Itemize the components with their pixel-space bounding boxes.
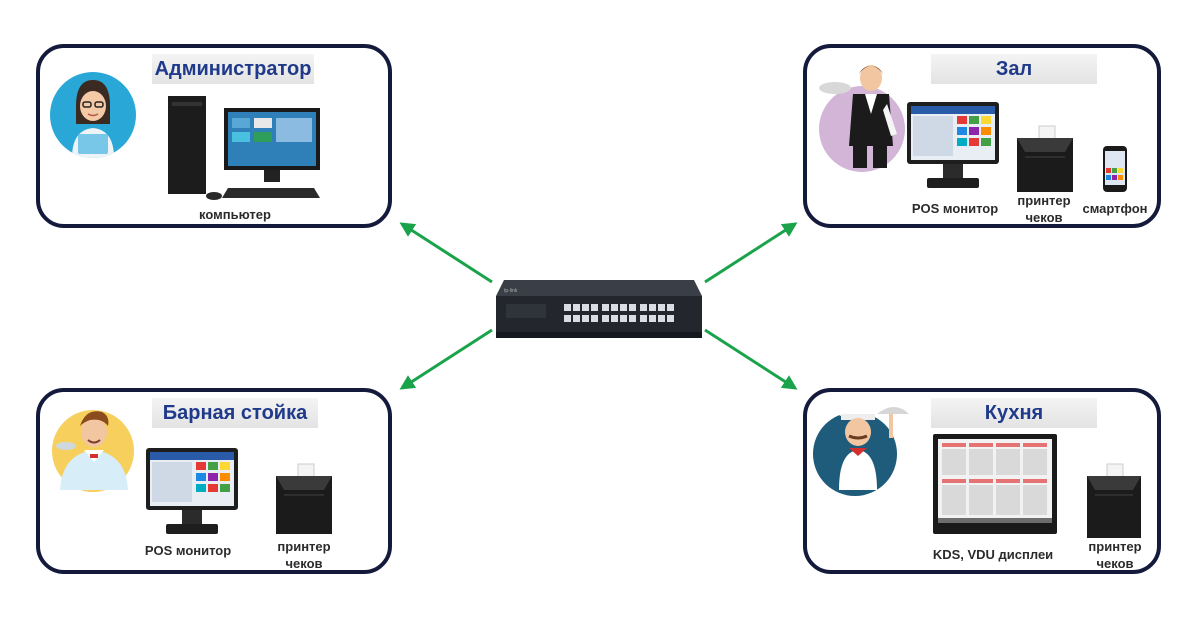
panel-admin: Администратор компьютер (36, 44, 392, 228)
desktop-computer-icon (168, 96, 320, 200)
pos-monitor-icon (146, 448, 238, 534)
device-label-computer: компьютер (199, 207, 271, 222)
device-label-phone: смартфон (1082, 201, 1148, 216)
panel-bar: Барная стойка POS монитор принтер чеков (36, 388, 392, 574)
smartphone-icon (1103, 146, 1127, 192)
device-label-pos: POS монитор (144, 543, 232, 558)
receipt-printer-icon (1017, 125, 1073, 192)
panel-title: Барная стойка (152, 398, 318, 428)
arrow-to-admin (399, 222, 493, 284)
panel-title: Администратор (152, 54, 314, 84)
bartender-avatar-icon (56, 411, 128, 490)
svg-text:tp-link: tp-link (504, 288, 518, 294)
network-switch-icon: tp-link (496, 280, 702, 338)
panel-kitchen: Кухня KDS, VDU дисплеи принтер чеков (803, 388, 1161, 574)
device-label-pos: POS монитор (911, 201, 999, 216)
device-label-printer: принтер чеков (277, 539, 331, 571)
receipt-printer-icon (1087, 463, 1141, 538)
receipt-printer-icon (276, 463, 332, 534)
pos-monitor-icon (907, 102, 999, 188)
kds-display-icon (933, 434, 1057, 534)
panel-title: Кухня (931, 398, 1097, 428)
device-label-kds: KDS, VDU дисплеи (932, 547, 1054, 562)
panel-hall: Зал POS монитор принтер чеков смартфон (803, 44, 1161, 228)
waiter-avatar-icon (819, 65, 897, 168)
arrow-to-kitchen (704, 328, 798, 390)
device-label-printer: принтер чеков (1088, 539, 1142, 571)
panel-title: Зал (931, 54, 1097, 84)
arrow-to-bar (399, 328, 493, 390)
admin-avatar-icon (50, 72, 136, 158)
arrow-to-hall (704, 222, 798, 284)
device-label-printer: принтер чеков (1017, 193, 1071, 225)
chef-avatar-icon (833, 393, 909, 490)
